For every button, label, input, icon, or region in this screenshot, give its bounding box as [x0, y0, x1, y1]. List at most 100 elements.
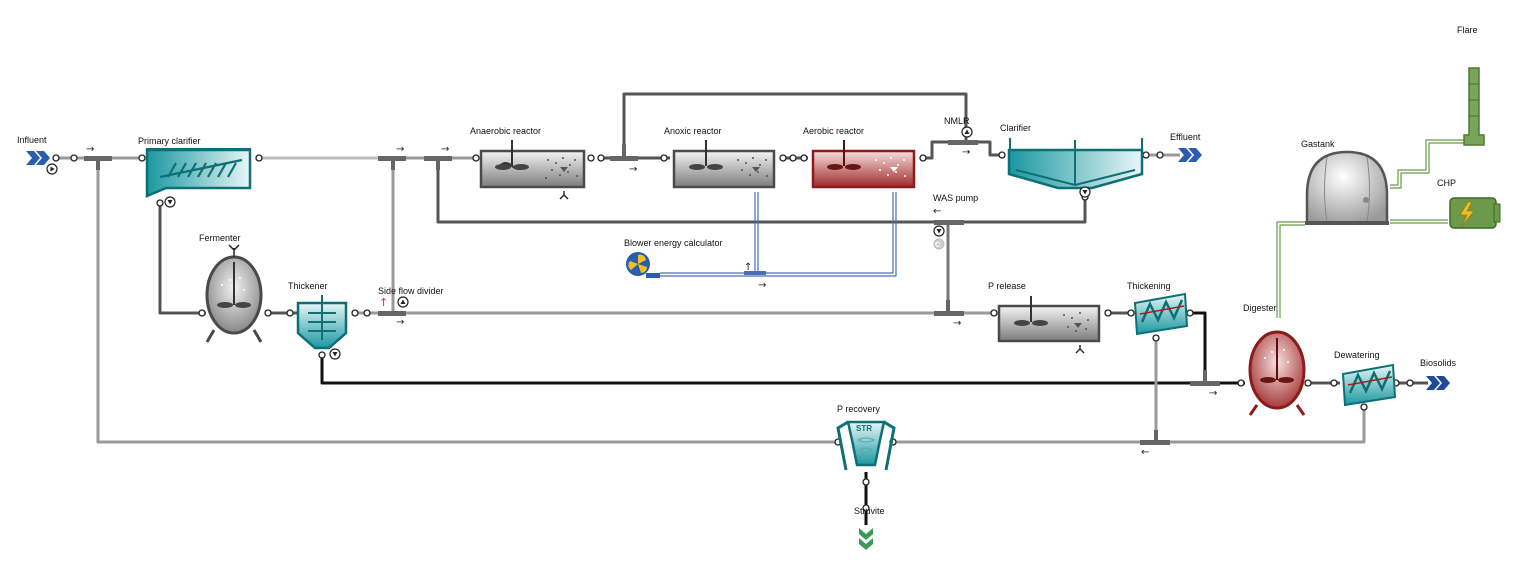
pipe-dewatering-filtrate[interactable] [1156, 405, 1366, 444]
port[interactable] [990, 309, 998, 317]
port[interactable] [1152, 334, 1160, 342]
port[interactable] [587, 154, 595, 162]
nmlr-label: NMLR [944, 116, 970, 126]
mixer-prelease-stem[interactable] [946, 300, 950, 314]
thickening-unit[interactable]: Thickening [1127, 281, 1189, 336]
port[interactable] [318, 351, 326, 359]
port[interactable] [919, 154, 927, 162]
gas-line-digester-b[interactable] [1279, 224, 1305, 318]
gas-line-digester[interactable] [1276, 221, 1305, 318]
gastank-unit[interactable]: Gastank [1301, 139, 1389, 225]
port[interactable] [286, 309, 294, 317]
struvite-unit[interactable]: Struvite [854, 506, 885, 550]
port[interactable] [264, 309, 272, 317]
flow-arrow-icon: → [962, 147, 970, 158]
splitter-divider-stem[interactable] [391, 156, 395, 170]
pipe-aerobic-to-nmlr[interactable] [920, 140, 1005, 160]
mixer-nmlr-stem[interactable] [622, 144, 626, 158]
port[interactable] [1142, 151, 1150, 159]
effluent-unit[interactable]: Effluent [1170, 132, 1202, 162]
side-flow-divider-unit[interactable]: ↑ Side flow divider [378, 286, 444, 309]
mixer-digester-stem[interactable] [1203, 370, 1207, 384]
gas-line-flare-b[interactable] [1390, 142, 1468, 189]
pipe-primary-sludge[interactable] [158, 200, 206, 315]
nmlr-pump-unit[interactable]: NMLR [944, 116, 973, 138]
port[interactable] [862, 504, 870, 512]
port[interactable] [800, 154, 808, 162]
port[interactable] [1186, 309, 1194, 317]
p-release-unit[interactable]: P release [988, 281, 1101, 354]
pipe-ras-return[interactable] [436, 158, 1087, 224]
fermenter-unit[interactable]: Fermenter [199, 233, 263, 343]
flow-arrow-icon: → [396, 144, 404, 155]
p-recovery-unit[interactable]: STR P recovery [836, 404, 896, 471]
splitter-influent-stem[interactable] [96, 156, 100, 170]
port[interactable] [472, 154, 480, 162]
chp-unit[interactable]: CHP [1437, 178, 1501, 229]
port[interactable] [198, 309, 206, 317]
bubbles-icon [875, 157, 906, 177]
air-line-aerobic-b[interactable] [758, 192, 894, 274]
biosolids-chevron-icon [1426, 376, 1450, 390]
flow-arrow-icon: → [629, 164, 637, 175]
port[interactable] [597, 154, 605, 162]
mixer-ras-stem[interactable] [436, 156, 440, 170]
port[interactable] [1304, 379, 1312, 387]
p-release-label: P release [988, 281, 1026, 291]
blower-energy-calculator-label: Blower energy calculator [624, 238, 723, 248]
splitter-nmlr[interactable] [948, 140, 978, 145]
controller-icon[interactable] [933, 238, 945, 250]
port[interactable] [1104, 309, 1112, 317]
was-pump-unit[interactable]: C WAS pump [933, 193, 978, 250]
port[interactable] [52, 154, 60, 162]
str-text: STR [856, 424, 872, 433]
connection-nodes [52, 151, 1414, 512]
port[interactable] [1406, 379, 1414, 387]
port[interactable] [1360, 403, 1368, 411]
blower-energy-calculator-unit[interactable]: Blower energy calculator [624, 238, 723, 278]
port[interactable] [156, 199, 164, 207]
port[interactable] [1127, 309, 1135, 317]
pipe-precovery-to-influent[interactable] [96, 158, 838, 444]
port[interactable] [70, 154, 78, 162]
blower-junction[interactable] [744, 271, 766, 275]
port[interactable] [363, 309, 371, 317]
flow-up-arrow-icon: ↑ [379, 296, 388, 309]
port[interactable] [351, 309, 359, 317]
port[interactable] [255, 154, 263, 162]
pipe-was[interactable] [946, 222, 994, 315]
influent-unit[interactable]: Influent [17, 135, 58, 175]
pipe-nmlr-recycle[interactable] [622, 92, 968, 158]
p-recovery-label: P recovery [837, 404, 880, 414]
gas-line-flare[interactable] [1390, 139, 1468, 186]
port[interactable] [789, 154, 797, 162]
port[interactable] [998, 151, 1006, 159]
biosolids-unit[interactable]: Biosolids [1420, 358, 1457, 390]
port[interactable] [138, 154, 146, 162]
port[interactable] [779, 154, 787, 162]
splitter-side-flow[interactable] [378, 311, 406, 316]
aerobic-reactor-tank [811, 149, 916, 189]
pipe-thickening-to-digester[interactable] [1190, 311, 1207, 383]
port[interactable] [1330, 379, 1338, 387]
splitter-was[interactable] [934, 220, 964, 225]
gastank-dome [1305, 150, 1389, 225]
pipe-thickener-underflow[interactable] [320, 355, 1245, 385]
flare-unit[interactable]: Flare [1457, 25, 1485, 146]
thickener-unit[interactable]: Thickener [288, 281, 348, 360]
anaerobic-reactor-unit[interactable]: Anaerobic reactor [470, 126, 586, 200]
port[interactable] [1237, 379, 1245, 387]
lightning-icon [1459, 201, 1475, 227]
mixer-filtrate-stem[interactable] [1154, 430, 1158, 444]
air-line-aerobic[interactable] [758, 192, 897, 277]
port[interactable] [862, 478, 870, 486]
primary-clarifier-unit[interactable]: Primary clarifier [138, 136, 252, 208]
dewatering-unit[interactable]: Dewatering [1334, 350, 1397, 407]
mixer-nmlr[interactable] [610, 156, 638, 161]
port[interactable] [660, 154, 668, 162]
clarifier-unit[interactable]: Clarifier [1000, 123, 1144, 198]
anoxic-reactor-unit[interactable]: Anoxic reactor [664, 126, 776, 189]
aerobic-reactor-unit[interactable]: Aerobic reactor [803, 126, 916, 189]
digester-unit[interactable]: Digester [1243, 303, 1306, 416]
port[interactable] [1156, 151, 1164, 159]
